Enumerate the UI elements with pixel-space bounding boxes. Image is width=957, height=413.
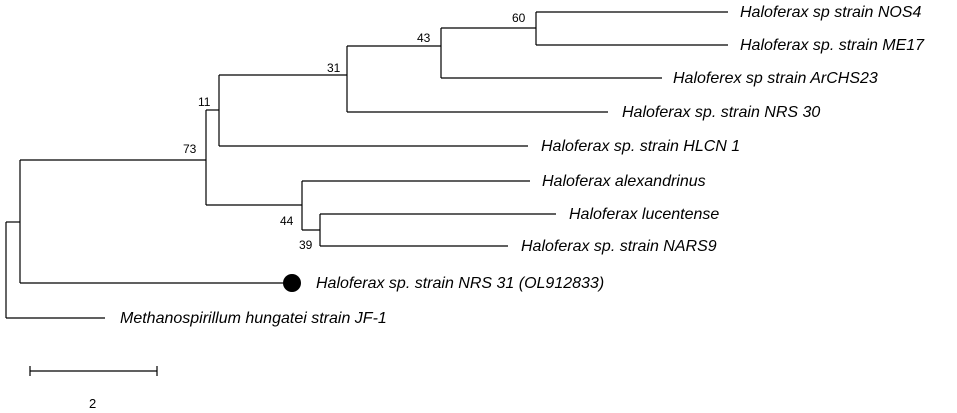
taxon-label-hlcn1: Haloferax sp. strain HLCN 1 bbox=[541, 138, 740, 155]
taxon-label-lucentense: Haloferax lucentense bbox=[569, 206, 719, 223]
taxon-label-nrs31: Haloferax sp. strain NRS 31 (OL912833) bbox=[316, 275, 604, 292]
taxon-label-alexandrinus: Haloferax alexandrinus bbox=[542, 173, 706, 190]
taxon-label-archs23: Haloferex sp strain ArCHS23 bbox=[673, 70, 878, 87]
bootstrap-31: 31 bbox=[327, 61, 341, 75]
taxon-label-nos4: Haloferax sp strain NOS4 bbox=[740, 4, 922, 21]
scale-bar-label: 2 bbox=[89, 396, 96, 411]
bootstrap-11: 11 bbox=[198, 95, 211, 109]
highlight-marker bbox=[283, 274, 301, 292]
bootstrap-73: 73 bbox=[183, 142, 197, 156]
bootstrap-44: 44 bbox=[280, 214, 294, 228]
taxon-label-nrs30: Haloferax sp. strain NRS 30 bbox=[622, 104, 820, 121]
taxon-label-nars9: Haloferax sp. strain NARS9 bbox=[521, 238, 717, 255]
scale-bar: 2 bbox=[29, 366, 158, 411]
taxon-label-methanospirillum: Methanospirillum hungatei strain JF-1 bbox=[120, 310, 387, 327]
taxon-label-me17: Haloferax sp. strain ME17 bbox=[740, 37, 925, 54]
bootstrap-39: 39 bbox=[299, 238, 313, 252]
bootstrap-60: 60 bbox=[512, 11, 526, 25]
bootstrap-43: 43 bbox=[417, 31, 431, 45]
